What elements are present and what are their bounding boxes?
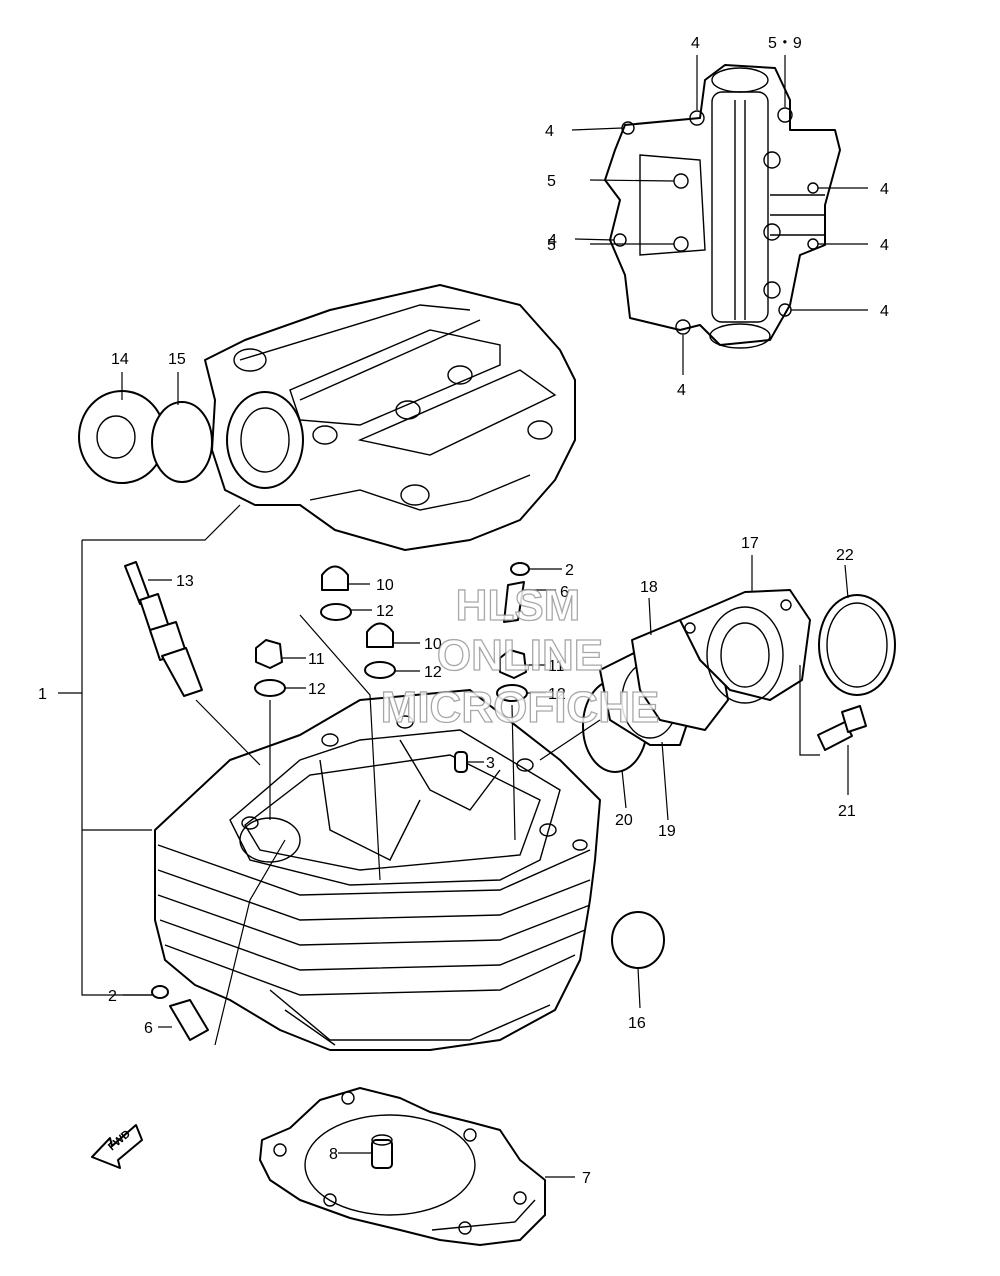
callout-17: 17 bbox=[741, 535, 759, 552]
cap-nut-10b bbox=[366, 622, 394, 648]
callout-3: 3 bbox=[486, 755, 495, 772]
clip-2a bbox=[510, 562, 530, 576]
dowel-3 bbox=[454, 751, 468, 773]
callout-12: 12 bbox=[424, 664, 442, 681]
spark-plug-13 bbox=[124, 561, 203, 697]
callout-10: 10 bbox=[424, 636, 442, 653]
callout-5: 5 bbox=[547, 237, 556, 254]
callout-15: 15 bbox=[168, 351, 186, 368]
callout-5: 5 bbox=[547, 173, 556, 190]
watermark-line-2: ONLINE bbox=[437, 631, 603, 680]
o-ring-15 bbox=[151, 401, 213, 483]
fwd-arrow-icon: FWD bbox=[91, 1124, 143, 1169]
callout-1: 1 bbox=[38, 686, 47, 703]
bolt-21 bbox=[817, 705, 867, 751]
callout-4: 4 bbox=[880, 181, 889, 198]
callout-7: 7 bbox=[582, 1170, 591, 1187]
nut-11b bbox=[499, 649, 527, 679]
callout-10: 10 bbox=[376, 577, 394, 594]
callout-2: 2 bbox=[565, 562, 574, 579]
callout-4: 4 bbox=[677, 382, 686, 399]
cylinder-head bbox=[154, 689, 601, 1051]
callout-11: 11 bbox=[548, 658, 565, 675]
callout-16: 16 bbox=[628, 1015, 646, 1032]
dowel-pin-8 bbox=[371, 1134, 393, 1169]
callout-20: 20 bbox=[615, 812, 633, 829]
cap-nut-10a bbox=[321, 565, 349, 591]
washer-12b bbox=[364, 661, 396, 679]
washer-12c bbox=[254, 679, 286, 697]
callout-4: 4 bbox=[880, 303, 889, 320]
guide-6a bbox=[503, 581, 525, 623]
callout-11: 11 bbox=[308, 651, 325, 668]
callout-4: 4 bbox=[691, 35, 700, 52]
leader-lines bbox=[58, 55, 868, 1178]
callout-14: 14 bbox=[111, 351, 129, 368]
cylinder-head-gasket bbox=[259, 1087, 546, 1246]
head-cover-gasket bbox=[604, 64, 841, 349]
callout-12: 12 bbox=[376, 603, 394, 620]
callout-6: 6 bbox=[144, 1020, 153, 1037]
callout-2: 2 bbox=[108, 988, 117, 1005]
callout-21: 21 bbox=[838, 803, 856, 820]
cap-16 bbox=[611, 911, 665, 969]
cylinder-head-cover bbox=[204, 284, 576, 551]
guide-6b bbox=[169, 999, 209, 1041]
callout-6: 6 bbox=[560, 584, 569, 601]
callout-8: 8 bbox=[329, 1146, 338, 1163]
watermark-line-1: HLSM bbox=[456, 581, 581, 630]
clamp-22 bbox=[818, 594, 896, 696]
callout-labels: 1 2 2 3 4 4 4 4 4 4 4 5 5 5・9 6 6 7 8 10… bbox=[38, 35, 889, 1187]
callout-19: 19 bbox=[658, 823, 676, 840]
intake-pipe-17 bbox=[679, 589, 811, 704]
callout-4: 4 bbox=[545, 123, 554, 140]
callout-5-9: 5・9 bbox=[768, 35, 802, 52]
clip-2b bbox=[151, 985, 169, 999]
callout-18: 18 bbox=[640, 579, 658, 596]
callout-4: 4 bbox=[880, 237, 889, 254]
watermark: HLSM ONLINE MICROFICHE bbox=[380, 580, 660, 732]
washer-12a bbox=[320, 603, 352, 621]
callout-4: 4 bbox=[548, 232, 557, 249]
callout-12: 12 bbox=[548, 686, 566, 703]
callout-12: 12 bbox=[308, 681, 326, 698]
callout-13: 13 bbox=[176, 573, 194, 590]
watermark-line-3: MICROFICHE bbox=[381, 683, 660, 732]
callout-22: 22 bbox=[836, 547, 854, 564]
nut-11a bbox=[255, 639, 283, 669]
